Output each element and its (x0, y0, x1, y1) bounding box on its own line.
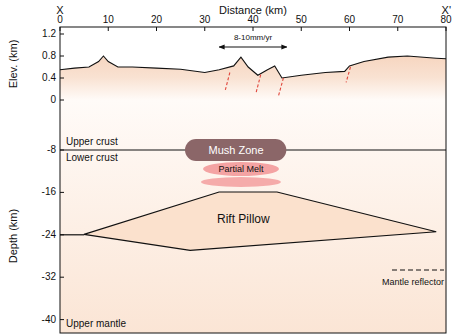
node-label: Rift Pillow (217, 213, 270, 225)
figure-label: 0.4 (42, 73, 56, 83)
figure-label: X (56, 5, 63, 16)
figure-label: 10 (103, 15, 114, 25)
node-label: Mush Zone (209, 145, 264, 156)
crust-mantle-ground (60, 100, 446, 333)
fault-line (279, 78, 284, 96)
mantle-reflector-line (392, 269, 444, 270)
axis-tick (60, 192, 64, 193)
figure-label: -40 (42, 315, 56, 325)
axis-tick (60, 27, 61, 31)
figure-label: X' (442, 5, 451, 16)
figure-label: 30 (199, 15, 210, 25)
axis-title: Elev. (km) (8, 40, 19, 89)
melt-ellipse (203, 162, 279, 176)
moho-line (60, 234, 84, 235)
axis-tick (60, 56, 64, 57)
axis-tick (301, 27, 302, 31)
axis-tick (108, 27, 109, 31)
figure-label: -16 (42, 187, 56, 197)
axis-tick (60, 234, 64, 235)
figure-label: 20 (151, 15, 162, 25)
axis-tick (60, 100, 64, 101)
figure-label: -24 (42, 230, 56, 240)
figure-label: 1.2 (42, 29, 56, 39)
axis-tick (60, 34, 64, 35)
figure-label: 70 (392, 15, 403, 25)
axis-tick (204, 27, 205, 31)
rift-pillow: Rift Pillow (84, 192, 436, 250)
figure-label: 50 (296, 15, 307, 25)
axis-tick (253, 27, 254, 31)
fault-line (256, 75, 261, 94)
figure-label: Upper crust (66, 137, 118, 147)
axis-tick (60, 78, 64, 79)
figure-label: -32 (42, 272, 56, 282)
plot-frame (60, 27, 446, 333)
melt-lens (201, 177, 281, 187)
axis-tick (60, 277, 64, 278)
axis-tick (60, 319, 64, 320)
figure-label: Distance (km) (219, 5, 287, 16)
figure-label: 40 (247, 15, 258, 25)
axis-tick (446, 27, 447, 31)
topography-profile (60, 56, 446, 78)
figure-label: Upper mantle (66, 319, 126, 329)
node-label: Partial Melt (218, 165, 263, 174)
figure-label: Lower crust (66, 153, 118, 163)
topography-fill (60, 56, 446, 100)
figure-label: 80 (440, 15, 451, 25)
extension-arrow (219, 47, 287, 48)
figure-label: 0.8 (42, 51, 56, 61)
figure-label: Mantle reflector (382, 278, 444, 287)
axis-tick (349, 27, 350, 31)
axis-tick (397, 27, 398, 31)
partial-melt-lens: Partial Melt (203, 162, 279, 176)
axis-tick (60, 150, 64, 151)
fault-line (346, 67, 350, 82)
figure-label: 0 (50, 95, 56, 105)
axis-tick (156, 27, 157, 31)
mush-outline (185, 139, 286, 161)
figure-label: 0 (57, 15, 63, 25)
axis-title: Depth (km) (8, 209, 19, 263)
rift-pillow-outline (84, 192, 436, 250)
fault-line (225, 73, 230, 92)
figure-label: 8-10mm/yr (234, 34, 272, 42)
figure-label: -8 (47, 145, 56, 155)
mush-zone: Mush Zone (185, 139, 286, 161)
figure-label: 60 (344, 15, 355, 25)
